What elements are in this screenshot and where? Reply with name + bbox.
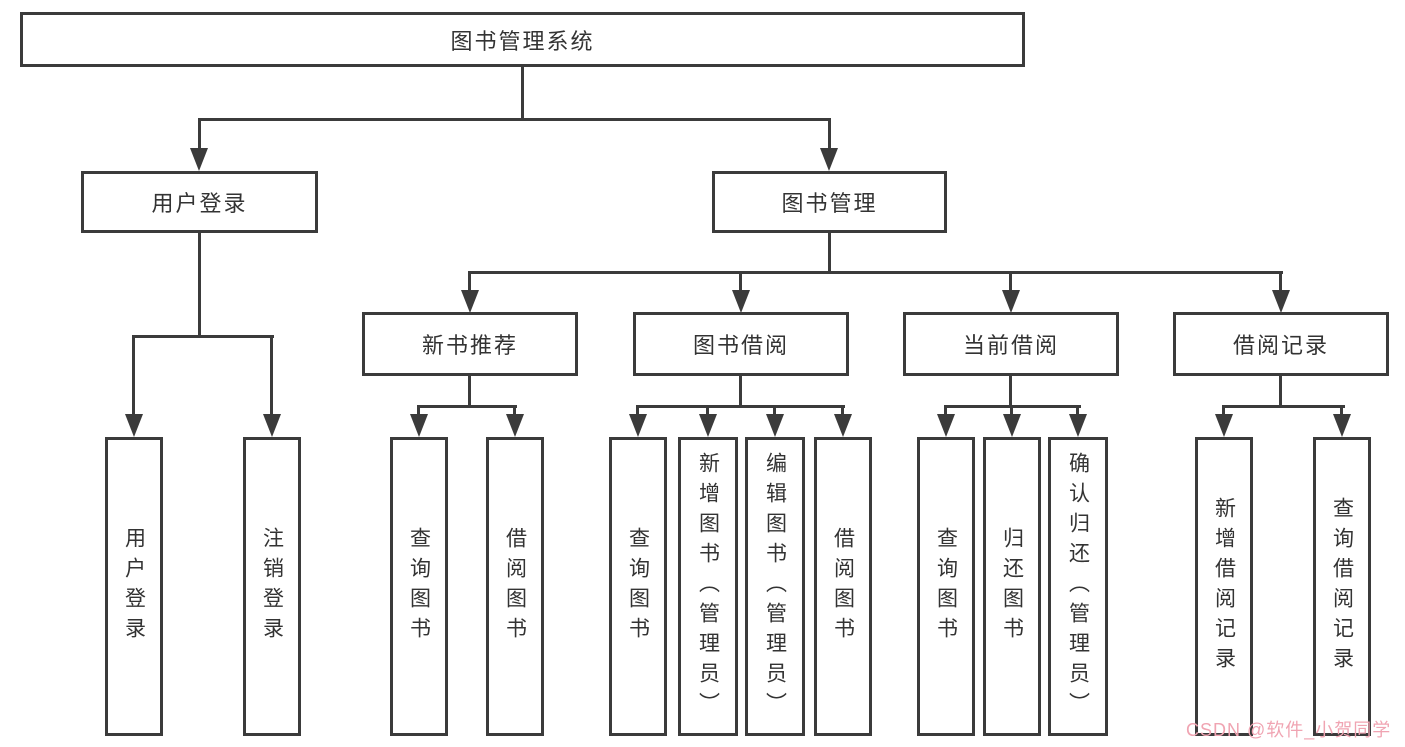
connector-arrowhead xyxy=(125,414,143,437)
node-label: 当前借阅 xyxy=(962,333,1059,358)
connector-drop-new-book-recommend xyxy=(468,271,471,292)
connector-arrowhead xyxy=(1069,414,1087,437)
connector-drop xyxy=(706,405,709,416)
watermark: CSDN @软件_小贺同学 xyxy=(1186,720,1392,740)
node-label: 编辑图书（管理员） xyxy=(763,451,787,722)
connector-arrowhead xyxy=(766,414,784,437)
connector-root-stem xyxy=(521,67,524,120)
connector-arrowhead xyxy=(1272,290,1290,313)
connector-borrowing-rail xyxy=(636,405,845,408)
node-label: 借阅图书 xyxy=(831,526,855,647)
node-label: 用户登录 xyxy=(122,526,146,647)
node-label: 注销登录 xyxy=(260,526,284,647)
connector-recommend-stem xyxy=(468,376,471,407)
node-borrowing-add-books-admin: 新增图书（管理员） xyxy=(678,437,738,736)
connector-arrowhead xyxy=(732,290,750,313)
node-borrowing-query-books: 查询图书 xyxy=(609,437,667,736)
connector-drop xyxy=(1222,405,1225,416)
node-logout: 注销登录 xyxy=(243,437,301,736)
connector-arrowhead xyxy=(629,414,647,437)
node-records-add-record: 新增借阅记录 xyxy=(1195,437,1253,736)
connector-drop-book-borrowing xyxy=(739,271,742,292)
connector-current-stem xyxy=(1009,376,1012,407)
connector-user-login-rail xyxy=(132,335,274,338)
node-label: 新增图书（管理员） xyxy=(696,451,720,722)
connector-arrowhead xyxy=(1002,290,1020,313)
connector-arrowhead xyxy=(1003,414,1021,437)
node-label: 归还图书 xyxy=(1000,526,1024,647)
node-label: 图书借阅 xyxy=(692,333,789,358)
connector-arrowhead xyxy=(699,414,717,437)
connector-drop xyxy=(1340,405,1343,416)
connector-arrowhead xyxy=(263,414,281,437)
node-current-query-books: 查询图书 xyxy=(917,437,975,736)
node-book-management: 图书管理 xyxy=(712,171,947,233)
node-label: 用户登录 xyxy=(151,191,248,216)
node-recommend-query-books: 查询图书 xyxy=(390,437,448,736)
node-label: 新书推荐 xyxy=(421,333,518,358)
node-borrowing-borrow-books: 借阅图书 xyxy=(814,437,872,736)
node-library-system: 图书管理系统 xyxy=(20,12,1025,67)
node-user-login-group: 用户登录 xyxy=(81,171,318,233)
connector-drop xyxy=(1010,405,1013,416)
node-label: 借阅记录 xyxy=(1232,333,1329,358)
connector-drop xyxy=(773,405,776,416)
connector-records-rail xyxy=(1222,405,1345,408)
connector-borrowing-stem xyxy=(739,376,742,407)
connector-arrowhead xyxy=(461,290,479,313)
connector-drop xyxy=(513,405,516,416)
node-current-borrowing: 当前借阅 xyxy=(903,312,1119,376)
node-records-query-record: 查询借阅记录 xyxy=(1313,437,1371,736)
connector-arrowhead xyxy=(190,148,208,171)
connector-drop-user-login xyxy=(132,335,135,416)
node-label: 查询图书 xyxy=(407,526,431,647)
node-label: 确认归还（管理员） xyxy=(1066,451,1090,722)
node-label: 查询图书 xyxy=(934,526,958,647)
connector-book-management-stem xyxy=(828,233,831,273)
connector-level1-rail xyxy=(198,118,831,121)
connector-drop-user-login-group xyxy=(198,118,201,151)
connector-arrowhead xyxy=(834,414,852,437)
node-borrowing-records: 借阅记录 xyxy=(1173,312,1389,376)
connector-drop-book-management xyxy=(828,118,831,151)
connector-drop xyxy=(944,405,947,416)
node-label: 图书管理系统 xyxy=(450,28,595,54)
node-label: 查询借阅记录 xyxy=(1330,496,1354,677)
node-user-login: 用户登录 xyxy=(105,437,163,736)
connector-arrowhead xyxy=(506,414,524,437)
node-label: 新增借阅记录 xyxy=(1212,496,1236,677)
node-label: 借阅图书 xyxy=(503,526,527,647)
connector-drop-current-borrowing xyxy=(1009,271,1012,292)
node-recommend-borrow-books: 借阅图书 xyxy=(486,437,544,736)
connector-arrowhead xyxy=(1215,414,1233,437)
connector-level2-rail xyxy=(468,271,1283,274)
connector-drop xyxy=(636,405,639,416)
connector-arrowhead xyxy=(1333,414,1351,437)
connector-records-stem xyxy=(1279,376,1282,407)
node-borrowing-edit-books-admin: 编辑图书（管理员） xyxy=(745,437,805,736)
connector-drop xyxy=(1076,405,1079,416)
connector-drop xyxy=(417,405,420,416)
connector-drop xyxy=(841,405,844,416)
node-label: 图书管理 xyxy=(781,191,878,216)
node-book-borrowing: 图书借阅 xyxy=(633,312,849,376)
connector-drop-logout xyxy=(270,335,273,416)
node-label: 查询图书 xyxy=(626,526,650,647)
node-new-book-recommend: 新书推荐 xyxy=(362,312,578,376)
node-current-return-books: 归还图书 xyxy=(983,437,1041,736)
node-current-confirm-return-admin: 确认归还（管理员） xyxy=(1048,437,1108,736)
connector-arrowhead xyxy=(820,148,838,171)
connector-arrowhead xyxy=(410,414,428,437)
connector-recommend-rail xyxy=(417,405,517,408)
connector-drop-borrowing-records xyxy=(1279,271,1282,292)
connector-arrowhead xyxy=(937,414,955,437)
connector-user-login-stem xyxy=(198,233,201,337)
